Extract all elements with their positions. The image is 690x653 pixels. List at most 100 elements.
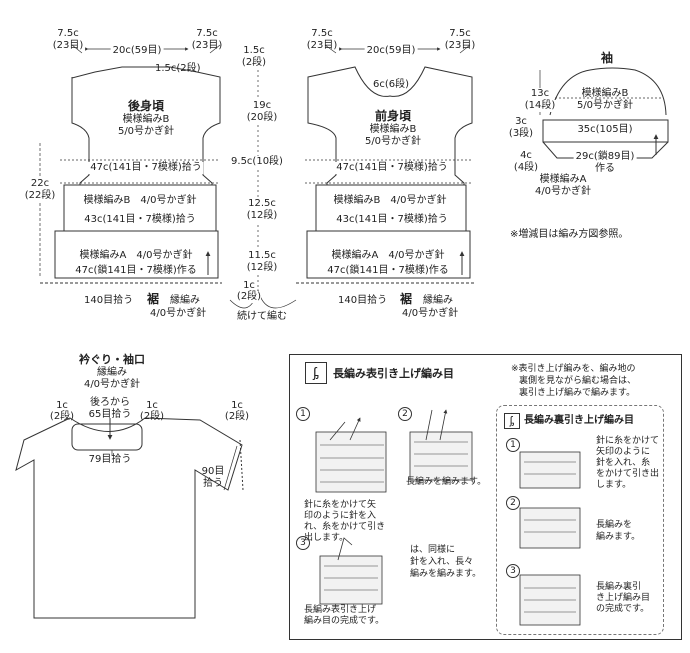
- back-band-b: 模様編みB 4/0号かぎ針: [83, 195, 197, 206]
- back-needle: 5/0号かぎ針: [117, 126, 175, 137]
- sleeve-make2: 作る: [595, 163, 615, 174]
- front-side-width-right: 7.5c: [449, 28, 471, 39]
- sleeve-band-pattern: 模様編みA: [539, 174, 587, 185]
- collar-right-height: 1c: [146, 400, 158, 411]
- instr-note-2: 裏側を見ながら編む場合は、: [519, 376, 637, 386]
- center-v5-rows: (12段): [246, 262, 278, 274]
- instr-note-3: 裏引き上げ編みで編みます。: [519, 388, 636, 398]
- sub-step-1-text-1: 針に糸をかけて: [596, 436, 660, 446]
- center-v2: 19c: [252, 100, 272, 112]
- center-v4: 12.5c: [248, 198, 276, 210]
- sub-step-1-text-5: します。: [596, 480, 632, 490]
- mid-note-2: 針を入れ、長々: [410, 557, 474, 567]
- instr-note-1: ※表引き上げ編みを、編み地の: [511, 364, 636, 374]
- collar-left-rows: (2段): [49, 411, 75, 422]
- mid-note-3: 編みを編みます。: [410, 569, 482, 579]
- step-3-text-1: 長編み表引き上げ: [304, 605, 377, 615]
- center-v4-rows: (12段): [246, 210, 278, 222]
- sub-step-3-number: 3: [506, 564, 520, 578]
- step-1-text-2: 印のように針を入: [304, 511, 377, 521]
- cuff-pick: 90目: [201, 466, 225, 477]
- back-body-outline: [40, 66, 222, 284]
- sleeve-band-needle: 4/0号かぎ針: [534, 186, 592, 197]
- step-3-number: 3: [296, 536, 310, 550]
- step-1-number: 1: [296, 407, 310, 421]
- front-side-width-left: 7.5c: [311, 28, 333, 39]
- instr-title: 長編み表引き上げ編み目: [333, 367, 454, 380]
- collar-back-pick: 65目拾う: [88, 409, 132, 420]
- back-side-stitches-left: (23目): [52, 40, 84, 51]
- sub-step-1-text-2: 矢印のように: [596, 447, 651, 457]
- front-neck-depth: 6c(6段): [372, 79, 410, 90]
- front-post-dc-icon: ᶋ: [305, 362, 327, 384]
- sleeve-needle: 5/0号かぎ針: [576, 100, 634, 111]
- sub-step-1-text-3: 針を入れ、糸: [596, 458, 651, 468]
- sub-step-3-text-1: 長編み裏引: [596, 582, 642, 592]
- back-post-dc-subpanel: [496, 405, 664, 635]
- stitch-illustrations: [315, 410, 581, 626]
- sub-title: 長編み裏引き上げ編み目: [524, 415, 634, 426]
- sleeve-outline: [542, 67, 669, 159]
- sleeve-cap-height: 13c: [530, 88, 550, 100]
- sub-step-2-number: 2: [506, 496, 520, 510]
- mid-note-1: は、同様に: [410, 545, 456, 555]
- step-1-text-4: 出します。: [304, 533, 349, 543]
- back-post-dc-icon: ᶋ: [504, 413, 520, 429]
- center-v3: 9.5c(10段): [231, 156, 283, 168]
- back-pattern: 模様編みB: [122, 114, 170, 125]
- back-hem-pick: 140目拾う: [84, 295, 134, 306]
- step-1-text-1: 針に糸をかけて矢: [304, 500, 377, 510]
- back-hem-stitch: 縁編み: [170, 295, 200, 306]
- center-v1-rows: (2段): [241, 57, 267, 69]
- back-band-a: 模様編みA 4/0号かぎ針: [79, 250, 193, 261]
- front-needle: 5/0号かぎ針: [364, 136, 422, 147]
- front-hem-needle: 4/0号かぎ針: [402, 308, 459, 319]
- cuff-height: 1c: [231, 400, 243, 411]
- back-side-rows: (22段): [24, 190, 56, 202]
- center-v2-rows: (20段): [246, 112, 278, 124]
- center-v1: 1.5c: [243, 45, 265, 57]
- front-hem-label: 裾: [400, 292, 413, 306]
- sleeve-title: 袖: [600, 51, 614, 65]
- front-hem-stitch: 縁編み: [423, 295, 453, 306]
- sub-step-3-text-3: の完成です。: [596, 604, 650, 614]
- back-side-height: 22c: [30, 178, 50, 190]
- sleeve-band-rows: (3段): [508, 128, 534, 139]
- step-1-text-3: れ、糸をかけて引き: [304, 522, 386, 532]
- back-hem-needle: 4/0号かぎ針: [150, 308, 207, 319]
- front-band-a: 模様編みA 4/0号かぎ針: [331, 250, 445, 261]
- back-side-stitches-right: (23目): [191, 40, 223, 51]
- center-continue: 続けて編む: [237, 311, 287, 323]
- front-band-b: 模様編みB 4/0号かぎ針: [333, 195, 447, 206]
- sub-step-1-text-4: をかけて引き出: [596, 469, 660, 479]
- front-title: 前身頃: [374, 109, 412, 123]
- front-band-b-pick: 43c(141目・7模様)拾う: [336, 214, 448, 225]
- front-neck-width: 20c(59目): [364, 45, 418, 57]
- sub-step-2-text-1: 長編みを: [596, 520, 633, 530]
- collar-back-from: 後ろから: [90, 397, 130, 408]
- collar-left-height: 1c: [56, 400, 68, 411]
- sleeve-width: 35c(105目): [575, 124, 635, 136]
- center-v6-rows: (2段): [236, 291, 262, 303]
- back-neck-width: 20c(59目): [110, 45, 164, 57]
- front-band-a-make: 47c(鎖141目・7模様)作る: [325, 265, 451, 277]
- sleeve-low-rows: (4段): [513, 162, 539, 173]
- step-3-text-2: 編み目の完成です。: [304, 616, 385, 626]
- center-v5: 11.5c: [248, 250, 276, 262]
- sleeve-make: 29c(鎖89目): [573, 151, 637, 163]
- cuff-rows: (2段): [224, 411, 250, 422]
- front-pick: 47c(141目・7模様)拾う: [334, 162, 450, 174]
- back-pick: 47c(141目・7模様)拾う: [88, 162, 204, 174]
- back-side-width-left: 7.5c: [57, 28, 79, 39]
- sub-step-1-number: 1: [506, 438, 520, 452]
- stitch-instruction-panel: [289, 354, 682, 640]
- collar-front-pick: 79目拾う: [88, 454, 132, 465]
- sub-step-2-text-2: 編みます。: [596, 532, 641, 542]
- sub-step-3-text-2: き上げ編み目: [596, 593, 651, 603]
- collar-needle: 4/0号かぎ針: [83, 379, 141, 390]
- increase-note: ※増減目は編み方図参照。: [510, 229, 629, 240]
- front-side-stitches-left: (23目): [306, 40, 338, 51]
- sleeve-band-height: 3c: [515, 116, 527, 127]
- step-2-text: 長編みを編みます。: [406, 477, 487, 487]
